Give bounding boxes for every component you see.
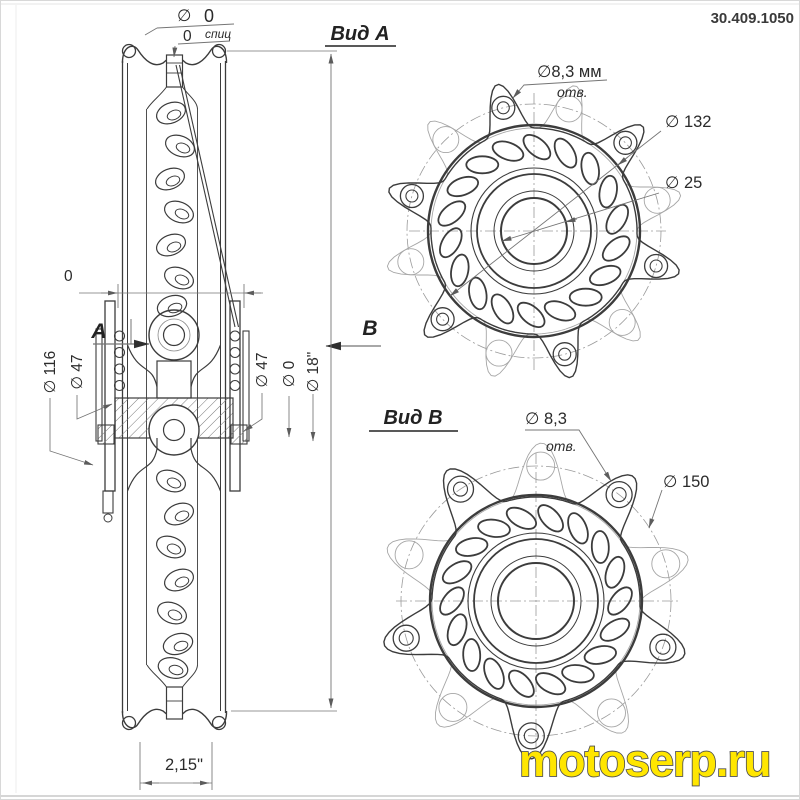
dim-hub-flange-left: ∅ 116 [42, 351, 59, 394]
dim-rim-width: 2,15" [165, 756, 203, 774]
view-b-bolt-circle-dia: ∅ 150 [663, 473, 710, 491]
view-a-title: Вид А [330, 23, 389, 45]
view-b-letter: B [362, 317, 377, 340]
view-a-letter: A [90, 320, 106, 343]
view-a-bore-dia: ∅ 25 [665, 174, 702, 192]
spoke-count-label: спиц [205, 27, 231, 41]
watermark-text: motoserp.ru [519, 735, 771, 786]
spoke-dia-value: 0 [204, 6, 214, 26]
view-a-holes-dia: ∅8,3 мм [537, 63, 602, 81]
dim-hub-left: ∅ 47 [69, 354, 86, 389]
section-dimensions [49, 23, 381, 790]
photo-frame-lines [1, 3, 799, 797]
hub-section [95, 300, 250, 523]
view-b-annotations [525, 429, 663, 529]
view-a-annotations [449, 79, 662, 297]
dim-rim-diameter: ∅ 18" [305, 352, 322, 393]
doc-number: 30.409.1050 [711, 10, 794, 27]
offset-dim-label: 0 [64, 268, 73, 285]
view-a-holes-note: отв. [557, 84, 588, 100]
spoke-dia-symbol: ∅ [177, 7, 191, 25]
dim-center: ∅ 0 [281, 360, 298, 387]
view-b-title: Вид В [383, 407, 442, 429]
view-b-hub-drawing [383, 442, 689, 760]
view-b-holes-dia: ∅ 8,3 [525, 410, 567, 428]
wheel-rim-section-drawing [95, 43, 250, 731]
view-a-hub-drawing [386, 83, 682, 379]
spoke-hole-ovals [154, 101, 196, 679]
dim-hub-right: ∅ 47 [254, 352, 271, 387]
view-a-flange-dia: ∅ 132 [665, 113, 712, 131]
spoke-count: 0 [183, 28, 192, 45]
view-b-holes-note: отв. [546, 438, 577, 454]
